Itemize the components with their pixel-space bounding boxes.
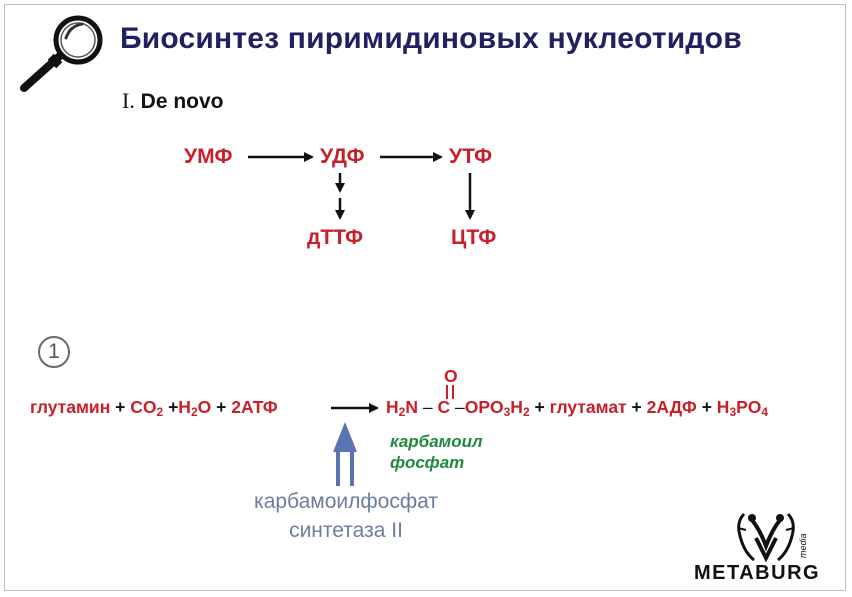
reactant-atp: 2АТФ	[231, 397, 278, 417]
carbonyl-oxygen: O	[444, 366, 458, 386]
enzyme-name: карбамоилфосфат синтетаза II	[232, 487, 460, 545]
product-glutamate: глутамат	[549, 397, 627, 417]
enzyme-arrow	[333, 422, 357, 486]
slide-frame	[4, 4, 846, 591]
product-carbamoyl-phosphate: H2N – C –OPO3H2 + глутамат + 2АДФ + H3PO…	[386, 397, 769, 419]
reactant-co2: CO2	[130, 397, 164, 419]
plus-sign: +	[115, 397, 126, 417]
enzyme-name-line1: карбамоилфосфат	[254, 490, 438, 513]
magnifier-icon	[20, 15, 103, 92]
product-h2n: H2N	[386, 397, 418, 419]
product-name-line2: фосфат	[390, 453, 465, 472]
plus-sign: +	[534, 397, 545, 417]
product-carbon: C	[437, 397, 451, 417]
step-number-badge: 1	[38, 336, 70, 368]
metaburg-logo-icon	[737, 512, 795, 563]
enzyme-name-line2: синтетаза II	[289, 519, 403, 542]
reactant-h2o: H2O	[178, 397, 212, 419]
product-name-line1: карбамоил	[390, 432, 483, 451]
plus-sign: +	[216, 397, 227, 417]
product-opo3h2: OPO3H2	[464, 397, 530, 419]
reactant-glutamine: глутамин	[30, 397, 111, 417]
product-h3po4: H3PO4	[716, 397, 769, 419]
udp-label: УДФ	[320, 145, 365, 168]
ump-label: УМФ	[184, 145, 233, 168]
reaction-equation: глутамин + CO2 +H2O + 2АТФ	[30, 397, 278, 419]
logo-wordmark: METABURG	[694, 562, 821, 584]
section-label: De novo	[140, 90, 224, 113]
section-roman: I.	[122, 88, 135, 113]
dttp-label: дТТФ	[307, 226, 364, 249]
section-heading: I. De novo	[122, 88, 224, 114]
ctp-label: ЦТФ	[451, 226, 497, 249]
logo-media-label: media	[798, 533, 808, 558]
product-adp: 2АДФ	[646, 397, 697, 417]
slide-title: Биосинтез пиримидиновых нуклеотидов	[120, 22, 742, 55]
plus-sign: +	[631, 397, 642, 417]
utp-label: УТФ	[449, 145, 493, 168]
plus-sign: +	[701, 397, 712, 417]
product-name: карбамоил фосфат	[390, 431, 483, 473]
plus-sign: +	[168, 397, 179, 417]
